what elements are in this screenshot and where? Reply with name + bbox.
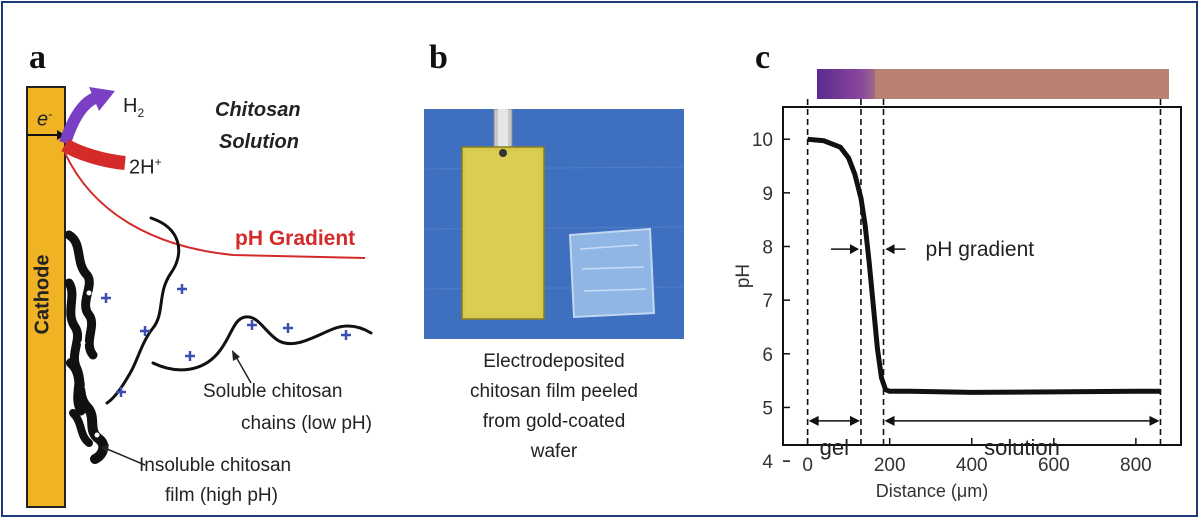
soluble-caption-line2: chains (low pH)	[241, 413, 372, 434]
solution-label-line1: Chitosan	[215, 99, 301, 121]
cathode-label: Cathode	[31, 254, 54, 335]
y-tick-label: 6	[762, 345, 773, 366]
x-tick-label: 400	[956, 455, 988, 476]
insoluble-caption-line1: Insoluble chitosan	[139, 455, 292, 476]
cathode-bar	[26, 86, 66, 508]
plus-signs	[101, 284, 351, 397]
h2-label: H2	[123, 95, 144, 120]
gel-region-label: gel	[820, 435, 849, 460]
solution-label-line2: Solution	[219, 131, 299, 153]
panel-c-label: c	[755, 39, 771, 76]
x-tick-label: 200	[874, 455, 906, 476]
y-tick-label: 9	[762, 184, 773, 205]
x-tick-label: 0	[802, 455, 813, 476]
soluble-chains	[105, 216, 373, 405]
panel-a-label: a	[29, 39, 46, 76]
ph-gradient-curve	[64, 152, 366, 259]
insoluble-film	[64, 230, 109, 464]
electron-symbol: e-	[37, 107, 52, 132]
photo-caption-line1: Electrodeposited	[483, 351, 625, 372]
h2-text: H	[123, 95, 138, 117]
proton-text: 2H	[129, 156, 155, 179]
electron-text: e	[37, 108, 49, 131]
h2-arrow	[59, 92, 98, 145]
soluble-caption-line1: Soluble chitosan	[203, 381, 343, 402]
photo-caption-line3: from gold-coated	[482, 411, 626, 432]
y-tick-label: 8	[762, 237, 773, 258]
photo-caption-line4: wafer	[530, 441, 578, 462]
ph-gradient-label: pH Gradient	[235, 227, 356, 250]
gel-color-strip	[817, 69, 875, 99]
panel-a-diagram	[26, 86, 373, 508]
x-axis-title: Distance (μm)	[876, 481, 988, 501]
ph-gradient-annotation: pH gradient	[926, 238, 1035, 261]
solution-span-arrow-head-left	[884, 415, 895, 426]
y-tick-label: 4	[762, 452, 773, 473]
gradient-arrowhead-left	[849, 244, 859, 255]
insoluble-caption-line2: film (high pH)	[165, 485, 278, 506]
photo-caption-line2: chitosan film peeled	[470, 381, 638, 402]
plot-frame	[782, 106, 1182, 446]
x-tick-label: 600	[1038, 455, 1070, 476]
solution-span-arrow-head-right	[1149, 415, 1160, 426]
x-tick-label: 800	[1120, 455, 1152, 476]
gradient-arrowhead-right	[885, 244, 895, 255]
h2-sub: 2	[137, 106, 145, 120]
peeled-film	[568, 227, 656, 319]
gel-span-arrow-head-right	[849, 415, 860, 426]
solution-color-strip	[875, 69, 1169, 99]
solution-region-label: solution	[984, 435, 1060, 460]
soluble-pointer	[234, 354, 252, 384]
ph-profile-line	[807, 136, 1161, 395]
y-tick-label: 5	[762, 398, 773, 419]
film-photo	[424, 109, 684, 339]
y-tick-label: 7	[762, 291, 773, 312]
proton-arrow	[61, 138, 126, 170]
proton-label: 2H+	[129, 155, 162, 180]
electron-sup: -	[48, 107, 53, 121]
insoluble-pointer	[106, 448, 146, 466]
y-tick-label: 10	[752, 130, 773, 151]
y-axis-title: pH	[733, 264, 754, 288]
proton-sup: +	[154, 155, 162, 169]
panel-b-label: b	[429, 39, 448, 76]
gel-span-arrow-head-left	[808, 415, 819, 426]
